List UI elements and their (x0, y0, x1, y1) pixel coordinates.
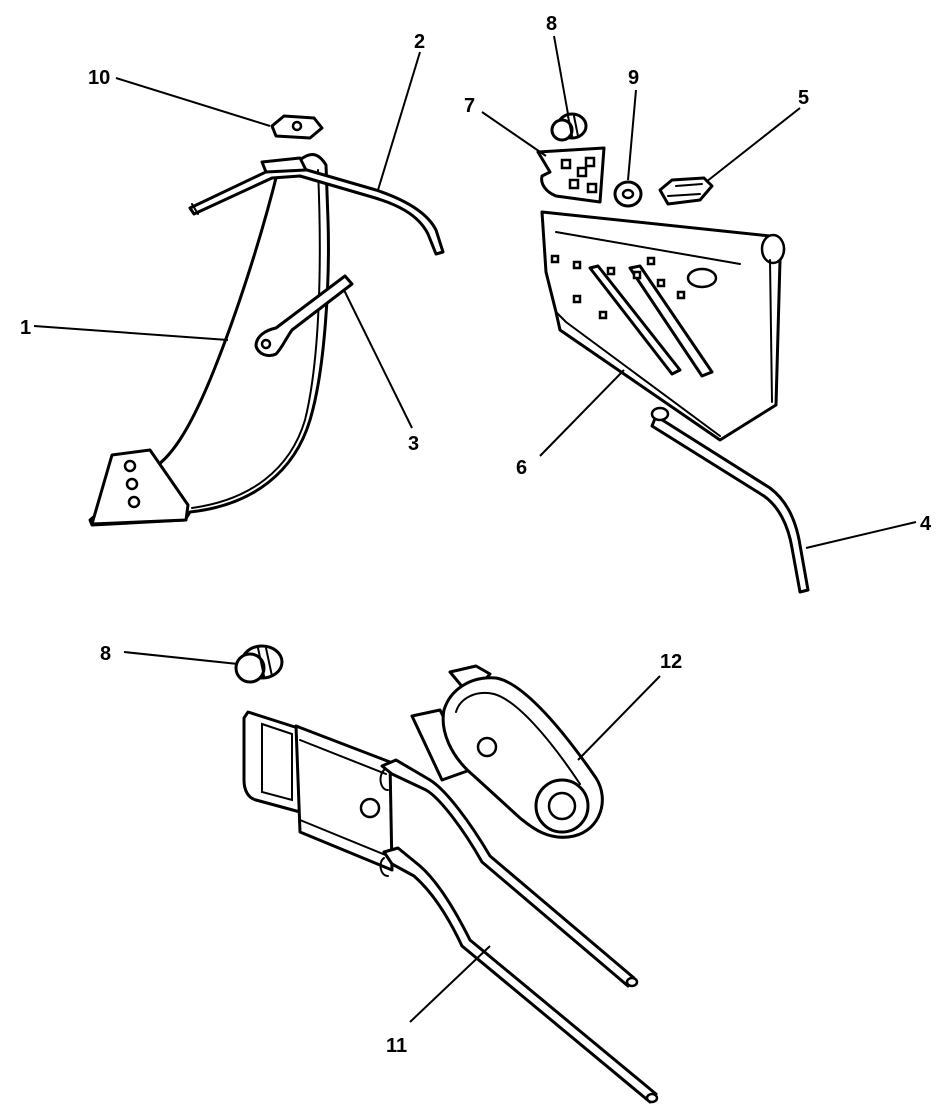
callout-8a: 8 (546, 13, 557, 35)
part-4-curved-rod (650, 406, 810, 594)
part-9-washer (613, 180, 643, 208)
part-1-shank-plate (88, 153, 330, 527)
callout-10: 10 (88, 67, 110, 89)
part-8-plug-bottom (234, 644, 284, 684)
leader-3 (343, 289, 413, 429)
part-3-eye-rod (254, 274, 354, 358)
part-11-frame (242, 710, 659, 1104)
leader-lines (33, 35, 917, 1023)
leader-9 (627, 89, 637, 181)
part-8-plug-top (550, 112, 588, 142)
leader-1 (33, 325, 229, 341)
part-2-long-rod (188, 156, 445, 256)
part-5-clip (658, 176, 714, 206)
leader-8b (123, 651, 239, 665)
part-7-small-plate (536, 146, 606, 204)
callout-5: 5 (798, 87, 809, 109)
leader-7 (481, 111, 547, 157)
callout-labels: 1 2 3 4 5 6 7 8 8 9 10 11 12 (20, 13, 932, 1057)
callout-1: 1 (20, 317, 31, 339)
leader-8a (553, 35, 569, 115)
leader-12 (577, 675, 661, 761)
leader-5 (705, 107, 801, 183)
part-6-side-plate (540, 210, 786, 442)
leader-6 (539, 369, 625, 457)
callout-2: 2 (414, 31, 425, 53)
callout-8b: 8 (100, 643, 111, 665)
callout-4: 4 (920, 513, 932, 535)
callout-7: 7 (464, 95, 475, 117)
callout-3: 3 (408, 433, 419, 455)
leader-10 (115, 77, 271, 127)
part-12-gear-housing (410, 664, 604, 839)
leader-4 (805, 521, 917, 549)
part-10-bracket (270, 114, 324, 140)
callout-6: 6 (516, 457, 527, 479)
callout-12: 12 (660, 651, 682, 673)
callout-9: 9 (628, 67, 639, 89)
leader-11 (409, 945, 491, 1023)
callout-11: 11 (386, 1035, 407, 1057)
leader-2 (377, 51, 421, 191)
